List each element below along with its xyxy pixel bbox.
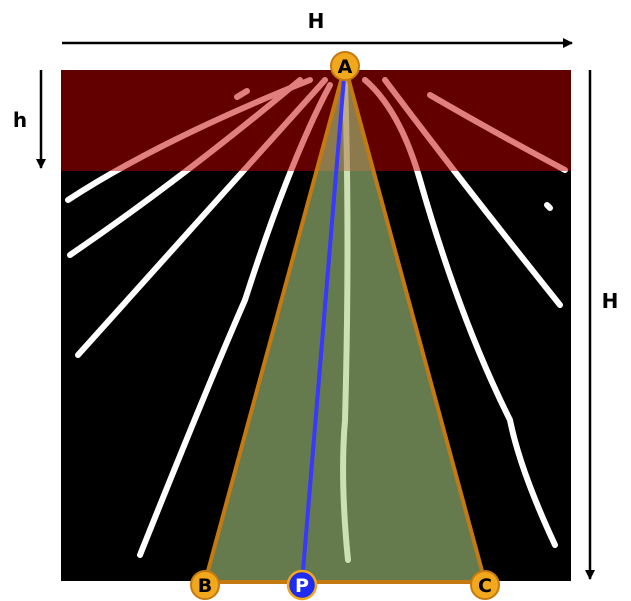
point-c-label: C — [478, 575, 492, 597]
point-p: P — [286, 569, 318, 601]
point-a-label: A — [338, 56, 353, 78]
point-c: C — [470, 570, 500, 600]
lane-speck-right — [544, 202, 553, 211]
top-band-h — [61, 70, 571, 171]
triangle-abc — [203, 64, 487, 584]
height-label: H — [602, 289, 619, 313]
point-p-label: P — [295, 575, 309, 597]
band-height-label: h — [13, 108, 27, 132]
point-b: B — [190, 570, 220, 600]
width-label: H — [308, 9, 325, 33]
point-b-label: B — [198, 575, 212, 597]
apex-to-p-line — [300, 65, 347, 584]
point-a: A — [330, 51, 360, 81]
